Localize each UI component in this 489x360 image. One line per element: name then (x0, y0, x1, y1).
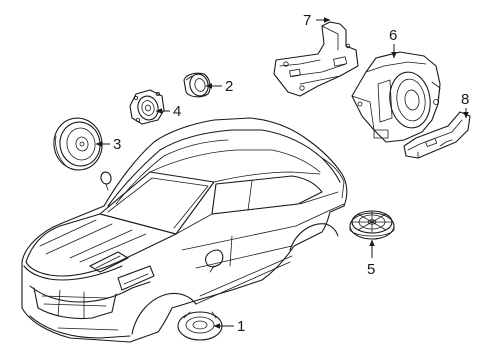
part-6-subwoofer-enclosure (351, 51, 441, 143)
callout-4-label: 4 (173, 103, 181, 120)
callout-8-label: 8 (461, 91, 469, 108)
callout-1-label: 1 (237, 318, 245, 335)
callout-leaders (95, 17, 469, 329)
callout-7-label: 7 (303, 12, 311, 29)
callout-6-label: 6 (389, 27, 397, 44)
part-2-tweeter (183, 72, 211, 98)
part-3-door-woofer (53, 117, 103, 171)
part-7-bracket (273, 21, 359, 97)
callout-3-label: 3 (113, 136, 121, 153)
car-body (21, 117, 348, 343)
part-4-midrange-speaker (129, 89, 165, 125)
callout-2-label: 2 (225, 78, 233, 95)
part-5-rear-speaker (349, 210, 395, 240)
dash-tweeter-mount (100, 171, 112, 191)
part-8-mounting-rail (403, 111, 471, 159)
callout-5-label: 5 (367, 261, 375, 278)
